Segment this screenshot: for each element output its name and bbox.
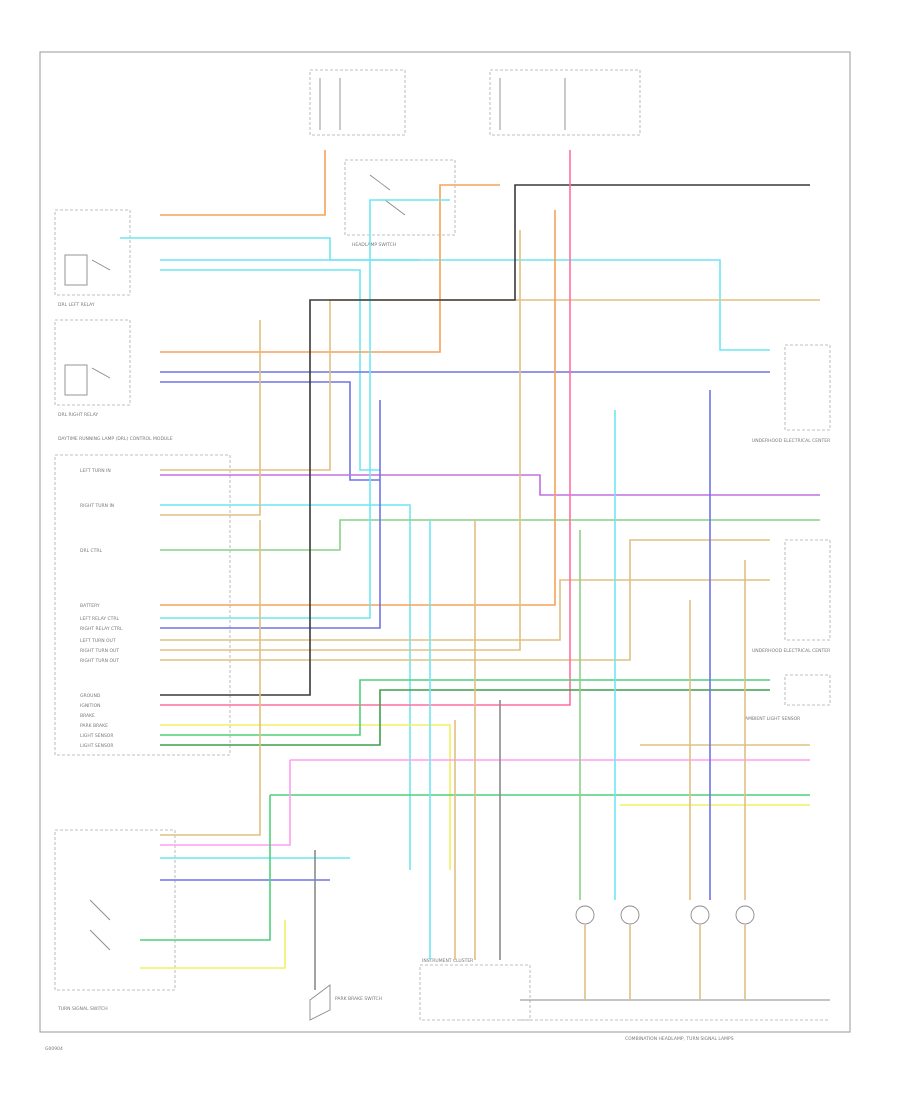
- pin-label: RIGHT TURN OUT: [80, 648, 119, 654]
- park-brake-switch-label: PARK BRAKE SWITCH: [335, 996, 382, 1002]
- headlamp-switch: HEADLAMP SWITCH: [344, 159, 456, 248]
- pin-label: IGNITION: [80, 703, 101, 709]
- ambient-light-sensor-label: AMBIENT LIGHT SENSOR: [745, 716, 800, 722]
- pin-label: BRAKE: [80, 713, 95, 719]
- wire-tan: [160, 299, 820, 471]
- drl-left-relay-label: DRL LEFT RELAY: [58, 302, 95, 308]
- headlamp-switch-label: HEADLAMP SWITCH: [352, 242, 396, 248]
- wire-tan: [160, 230, 521, 651]
- wire-dark-blue: [160, 381, 380, 481]
- instrument-cluster-label: INSTRUMENT CLUSTER: [422, 958, 473, 964]
- wire-light-blue: [120, 237, 770, 351]
- wire-green: [160, 679, 770, 736]
- instrument-cluster: INSTRUMENT CLUSTER: [419, 958, 531, 1021]
- wire-light-blue: [160, 504, 411, 870]
- ambient-light-sensor: AMBIENT LIGHT SENSOR: [745, 674, 831, 722]
- turn-signal-switch: TURN SIGNAL SWITCH: [54, 829, 176, 1012]
- pin-label: LEFT RELAY CTRL: [80, 616, 120, 622]
- wire-yellow: [140, 920, 286, 969]
- drl-right-relay-label: DRL RIGHT RELAY: [58, 412, 98, 418]
- drl-left-relay: DRL LEFT RELAY: [54, 209, 131, 308]
- footer-code: G00904: [45, 1046, 63, 1052]
- drl-right-relay: DRL RIGHT RELAY: [54, 319, 131, 418]
- pin-label: RIGHT RELAY CTRL: [80, 626, 123, 632]
- wire-dark-green: [160, 689, 770, 746]
- park-brake-switch: PARK BRAKE SWITCH: [309, 984, 382, 1021]
- pin-label: DRL CTRL: [80, 548, 103, 554]
- pin-label: LIGHT SENSOR: [80, 743, 113, 749]
- diagram-border: [39, 51, 851, 1033]
- wire-tan: [160, 320, 261, 516]
- wire-black: [160, 184, 810, 696]
- pin-label: LEFT TURN OUT: [80, 638, 116, 644]
- pin-label: LIGHT SENSOR: [80, 733, 113, 739]
- pin-label: RIGHT TURN IN: [80, 503, 114, 509]
- wire-pink: [160, 150, 571, 706]
- drl-module-label: DAYTIME RUNNING LAMP (DRL) CONTROL MODUL…: [58, 436, 173, 442]
- underhood-center-1-label: UNDERHOOD ELECTRICAL CENTER: [752, 438, 830, 444]
- wire-orange: [160, 210, 556, 606]
- wires: [120, 150, 820, 1000]
- underhood-center-1: UNDERHOOD ELECTRICAL CENTER: [752, 344, 831, 444]
- underhood-center-2-label: UNDERHOOD ELECTRICAL CENTER: [752, 648, 830, 654]
- module-pin-labels: LEFT TURN IN RIGHT TURN IN DRL CTRL BATTERY…: [80, 468, 123, 749]
- pin-label: LEFT TURN IN: [80, 468, 111, 474]
- underhood-center-2: UNDERHOOD ELECTRICAL CENTER: [752, 539, 831, 654]
- pin-label: RIGHT TURN OUT: [80, 658, 119, 664]
- pin-label: BATTERY: [80, 603, 100, 609]
- front-lamps-label: COMBINATION HEADLAMP, TURN SIGNAL LAMPS: [625, 1036, 734, 1042]
- wire-green: [140, 795, 271, 941]
- wire-tan: [160, 520, 261, 836]
- pin-label: PARK BRAKE: [80, 723, 108, 729]
- front-lamps: COMBINATION HEADLAMP, TURN SIGNAL LAMPS: [520, 905, 830, 1042]
- wire-violet: [160, 474, 820, 496]
- turn-signal-switch-label: TURN SIGNAL SWITCH: [57, 1006, 108, 1012]
- wire-tan: [160, 539, 770, 661]
- pin-label: GROUND: [80, 693, 101, 699]
- wire-yellow: [160, 724, 451, 870]
- wire-light-pink: [160, 760, 291, 846]
- wire-dark-blue: [160, 400, 381, 629]
- wire-light-green: [160, 519, 820, 551]
- top-left-fuse-block: [309, 69, 406, 136]
- wire-orange: [160, 150, 326, 216]
- wire-tan: [160, 579, 770, 641]
- wire-orange: [160, 184, 500, 353]
- wire-light-blue: [160, 199, 450, 619]
- top-right-fuse-block: [489, 69, 641, 136]
